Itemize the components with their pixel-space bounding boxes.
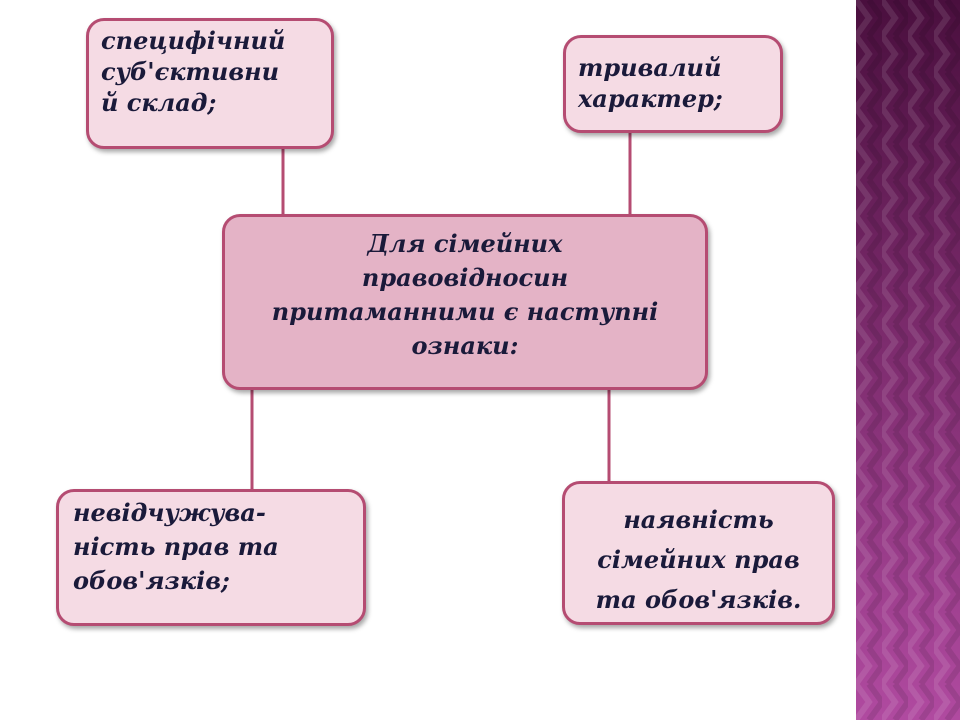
feature-text: наявність сімейних прав та обов'язків. <box>595 505 802 614</box>
central-concept-text: Для сімейних правовідносин притаманними … <box>271 229 659 360</box>
feature-box-inalienability: невідчужува- ність прав та обов'язків; <box>56 489 366 626</box>
connector-lines <box>250 133 632 489</box>
feature-text: специфічний суб'єктивни й склад; <box>101 26 286 117</box>
chevron-pattern <box>856 0 960 720</box>
feature-box-duration: тривалий характер; <box>563 35 783 133</box>
central-concept-box: Для сімейних правовідносин притаманними … <box>222 214 708 390</box>
feature-text: невідчужува- ність прав та обов'язків; <box>73 498 279 595</box>
feature-text: тривалий характер; <box>578 53 723 113</box>
decorative-sidebar <box>856 0 960 720</box>
feature-box-subject-composition: специфічний суб'єктивни й склад; <box>86 18 334 149</box>
feature-box-rights-and-duties: наявність сімейних прав та обов'язків. <box>562 481 835 625</box>
